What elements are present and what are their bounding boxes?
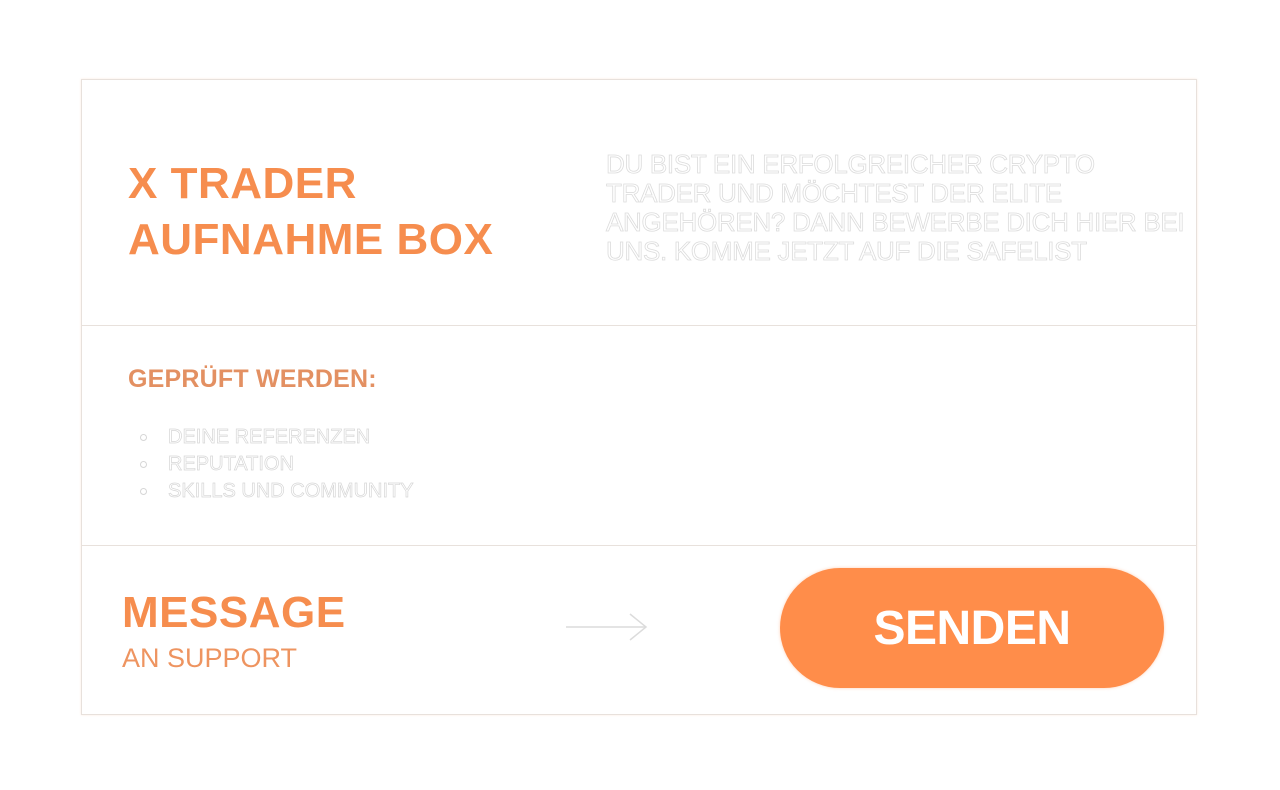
checks-list: DEINE REFERENZEN REPUTATION SKILLS UND C… (140, 424, 414, 505)
header-section: X TRADER AUFNAHME BOX DU BIST EIN ERFOLG… (82, 80, 1196, 326)
bullet-icon (140, 461, 147, 468)
list-item-label: SKILLS UND COMMUNITY (168, 480, 414, 503)
checks-heading: GEPRÜFT WERDEN: (128, 365, 377, 393)
arrow-right-icon (566, 613, 648, 641)
checks-section: GEPRÜFT WERDEN: DEINE REFERENZEN REPUTAT… (82, 326, 1196, 546)
list-item: REPUTATION (140, 451, 414, 478)
list-item-label: REPUTATION (168, 453, 295, 476)
message-title: MESSAGE (122, 588, 346, 637)
send-button[interactable]: SENDEN (780, 568, 1164, 688)
message-subtitle: AN SUPPORT (122, 643, 298, 673)
page-title-line-1: X TRADER (128, 159, 357, 208)
contact-section: MESSAGE AN SUPPORT SENDEN (82, 546, 1196, 714)
intro-text: DU BIST EIN ERFOLGREICHER CRYPTO TRADER … (606, 149, 1185, 266)
bullet-icon (140, 434, 147, 441)
page-title-line-2: AUFNAHME BOX (128, 215, 494, 264)
list-item: SKILLS UND COMMUNITY (140, 478, 414, 505)
bullet-icon (140, 488, 147, 495)
list-item-label: DEINE REFERENZEN (168, 426, 371, 449)
application-card: X TRADER AUFNAHME BOX DU BIST EIN ERFOLG… (81, 79, 1197, 715)
list-item: DEINE REFERENZEN (140, 424, 414, 451)
